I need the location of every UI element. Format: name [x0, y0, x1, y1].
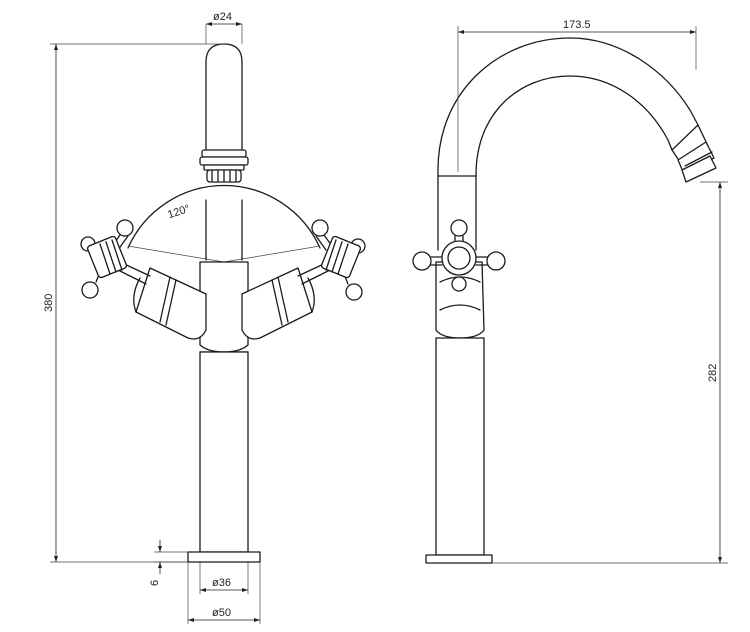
front-right-cross-handle: [297, 219, 366, 301]
front-body-block: [199, 261, 249, 353]
spout-reach-label: 173.5: [563, 19, 591, 31]
front-nozzle-ring-3: [203, 164, 245, 171]
front-nozzle-ring-2: [199, 156, 249, 166]
angle-label: 120°: [166, 203, 191, 221]
front-lower-column: [199, 351, 249, 553]
angle-arc: [127, 184, 321, 249]
side-cross-handle: [412, 219, 506, 292]
side-gooseneck-spout: [437, 37, 699, 251]
top-diameter-label: ø24: [213, 11, 232, 23]
front-view: 120°: [80, 43, 366, 563]
front-right-valve: [241, 267, 315, 340]
side-view: [412, 37, 717, 564]
front-spout-top: [205, 43, 243, 151]
side-dimensions: 173.5 282: [457, 19, 728, 564]
front-left-valve: [133, 267, 207, 340]
front-dimensions: ø24 380 6 ø36 ø50: [43, 11, 261, 624]
side-nozzle: [671, 124, 717, 183]
front-base: [187, 551, 261, 563]
base-thickness-label: 6: [149, 580, 161, 586]
base-outer-diameter-label: ø50: [212, 607, 231, 619]
outlet-height-label: 282: [707, 364, 719, 382]
front-left-cross-handle: [80, 219, 151, 299]
side-base: [425, 554, 493, 564]
base-inner-diameter-label: ø36: [212, 577, 231, 589]
side-lower-column: [435, 337, 485, 556]
total-height-label: 380: [43, 294, 55, 312]
front-nozzle-ring-1: [201, 149, 247, 158]
